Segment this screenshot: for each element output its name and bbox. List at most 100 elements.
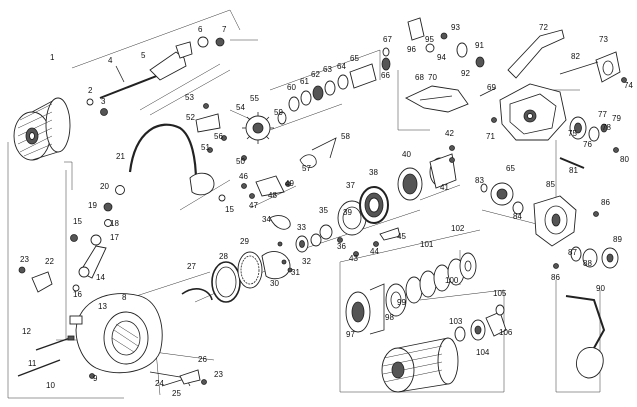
parts-24-26 bbox=[149, 369, 207, 387]
part-label-94: 94 bbox=[437, 53, 446, 62]
part-label-95: 95 bbox=[425, 35, 434, 44]
part-label-28: 28 bbox=[219, 252, 228, 261]
parts-46-59-oscillation bbox=[195, 103, 337, 199]
part-label-13: 13 bbox=[98, 302, 107, 311]
part-label-81: 81 bbox=[569, 166, 578, 175]
part-label-89: 89 bbox=[613, 235, 622, 244]
parts-103-106 bbox=[454, 304, 507, 342]
part-label-82: 82 bbox=[571, 52, 580, 61]
part-label-38: 38 bbox=[369, 168, 378, 177]
part-label-32: 32 bbox=[302, 257, 311, 266]
part-label-16: 16 bbox=[73, 290, 82, 299]
part-label-67: 67 bbox=[383, 35, 392, 44]
part-label-52: 52 bbox=[186, 113, 195, 122]
part-label-48: 48 bbox=[268, 191, 277, 200]
part-label-8: 8 bbox=[122, 293, 127, 302]
part-label-86: 86 bbox=[551, 273, 560, 282]
part-label-92: 92 bbox=[461, 69, 470, 78]
part-label-96: 96 bbox=[407, 45, 416, 54]
part-label-65: 65 bbox=[506, 164, 515, 173]
part-label-40: 40 bbox=[402, 150, 411, 159]
part-label-46: 46 bbox=[239, 172, 248, 181]
part-label-15: 15 bbox=[225, 205, 234, 214]
part-label-10: 10 bbox=[46, 381, 55, 390]
parts-60-67-stack bbox=[288, 47, 391, 112]
part-label-73: 73 bbox=[599, 35, 608, 44]
part-label-42: 42 bbox=[445, 129, 454, 138]
part-label-62: 62 bbox=[311, 70, 320, 79]
part-22-bracket bbox=[18, 266, 53, 293]
part-label-87: 87 bbox=[568, 248, 577, 257]
part-label-36: 36 bbox=[337, 242, 346, 251]
part-label-103: 103 bbox=[449, 317, 463, 326]
part-label-23: 23 bbox=[20, 255, 29, 264]
part-label-18: 18 bbox=[110, 219, 119, 228]
part-label-57: 57 bbox=[302, 164, 311, 173]
part-label-5: 5 bbox=[141, 51, 146, 60]
parts-91-96 bbox=[407, 17, 485, 68]
assembly-guide-lines bbox=[7, 9, 601, 399]
part-label-54: 54 bbox=[236, 103, 245, 112]
part-label-37: 37 bbox=[346, 181, 355, 190]
part-label-83: 83 bbox=[475, 176, 484, 185]
part-label-58: 58 bbox=[341, 132, 350, 141]
part-14-roller-arm bbox=[70, 234, 107, 292]
part-label-31: 31 bbox=[291, 268, 300, 277]
part-body-frame bbox=[499, 83, 567, 141]
part-label-90: 90 bbox=[596, 284, 605, 293]
part-label-104: 104 bbox=[476, 348, 490, 357]
part-label-27: 27 bbox=[187, 262, 196, 271]
part-label-9: 9 bbox=[93, 374, 98, 383]
part-label-98: 98 bbox=[385, 313, 394, 322]
part-label-64: 64 bbox=[337, 62, 346, 71]
part-label-15: 15 bbox=[73, 217, 82, 226]
parts-27-29-rings bbox=[181, 251, 263, 303]
parts-68-72-body bbox=[405, 29, 567, 141]
part-label-106: 106 bbox=[499, 328, 513, 337]
part-label-33: 33 bbox=[297, 223, 306, 232]
part-label-61: 61 bbox=[300, 77, 309, 86]
part-label-45: 45 bbox=[397, 232, 406, 241]
part-label-59: 59 bbox=[274, 108, 283, 117]
part-label-71: 71 bbox=[486, 132, 495, 141]
part-label-2: 2 bbox=[88, 86, 93, 95]
part-label-68: 68 bbox=[415, 73, 424, 82]
part-label-35: 35 bbox=[319, 206, 328, 215]
part-label-19: 19 bbox=[88, 201, 97, 210]
part-label-93: 93 bbox=[451, 23, 460, 32]
part-spool-main bbox=[381, 337, 459, 393]
part-55-gear bbox=[242, 112, 274, 144]
part-label-97: 97 bbox=[346, 330, 355, 339]
parts-40-41 bbox=[397, 153, 457, 201]
part-label-23: 23 bbox=[214, 370, 223, 379]
parts-83-90-gearbox bbox=[480, 182, 619, 269]
parts-2-5-shaft bbox=[86, 36, 225, 116]
parts-10-12-pins bbox=[17, 335, 75, 377]
part-label-1: 1 bbox=[50, 53, 55, 62]
part-label-47: 47 bbox=[249, 201, 258, 210]
part-label-56: 56 bbox=[214, 132, 223, 141]
parts-35-39 bbox=[319, 186, 389, 243]
part-label-26: 26 bbox=[198, 355, 207, 364]
part-label-30: 30 bbox=[270, 279, 279, 288]
part-label-105: 105 bbox=[493, 289, 507, 298]
parts-30-33 bbox=[261, 215, 322, 280]
part-label-88: 88 bbox=[583, 259, 592, 268]
part-label-12: 12 bbox=[22, 327, 31, 336]
part-label-22: 22 bbox=[45, 257, 54, 266]
part-8-rotor bbox=[69, 293, 163, 379]
part-1-spool bbox=[13, 97, 71, 161]
part-label-99: 99 bbox=[397, 298, 406, 307]
part-label-60: 60 bbox=[287, 83, 296, 92]
part-label-55: 55 bbox=[250, 94, 259, 103]
part-label-17: 17 bbox=[110, 233, 119, 242]
parts-42-45 bbox=[353, 145, 455, 257]
part-label-69: 69 bbox=[487, 83, 496, 92]
part-label-39: 39 bbox=[343, 208, 352, 217]
part-label-66: 66 bbox=[381, 71, 390, 80]
part-label-74: 74 bbox=[624, 81, 633, 90]
part-label-49: 49 bbox=[285, 179, 294, 188]
